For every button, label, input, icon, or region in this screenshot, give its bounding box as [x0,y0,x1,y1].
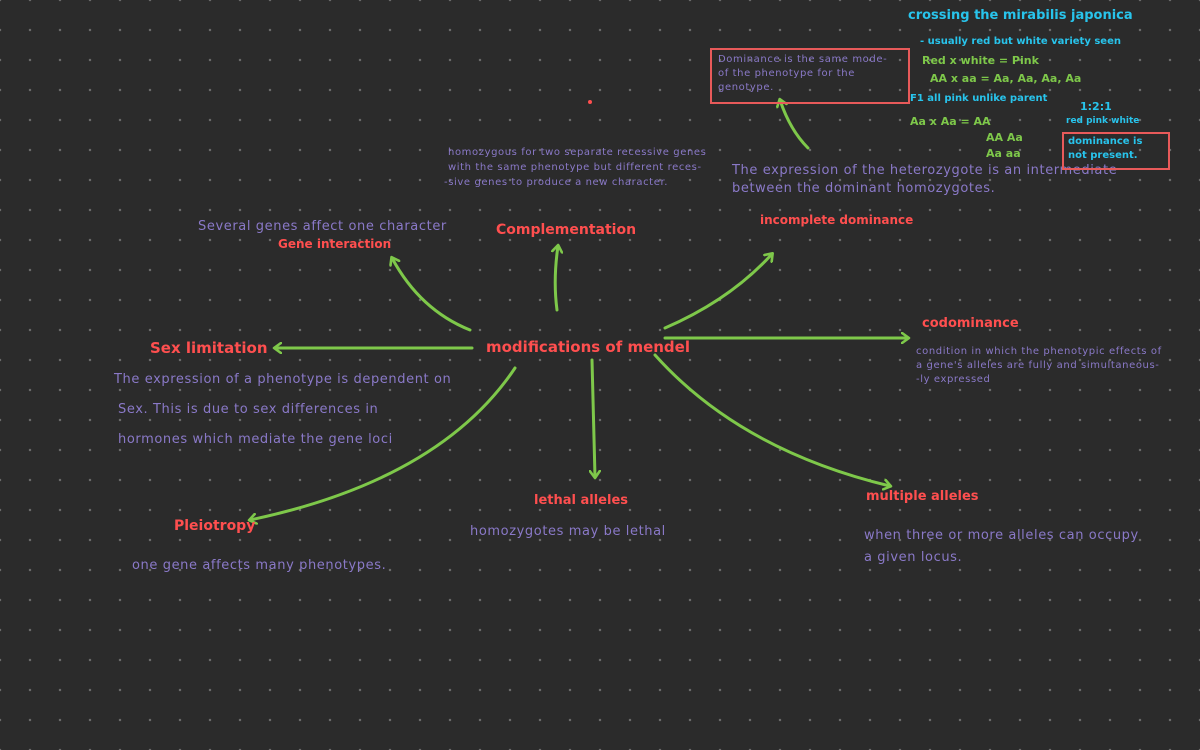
multiple-alleles-desc-line: a given locus. [864,550,963,565]
cross-line: Aa aa [986,147,1021,160]
pleiotropy-desc: one gene affects many phenotypes. [132,558,387,573]
incomplete-note-line: The expression of the heterozygote is an… [732,163,1118,178]
arrow-to-lethal-alleles [592,358,595,477]
codominance-label: codominance [922,316,1019,331]
dominance-note-box: Dominance is the same mode- of the pheno… [710,48,910,104]
sex-limitation-desc-line: hormones which mediate the gene loci [118,432,393,447]
cross-ratio: 1:2:1 [1080,100,1112,113]
boxed-note-line: of the phenotype for the [718,68,855,79]
arrow-to-pleiotropy [250,366,517,520]
center-node: modifications of mendel [486,338,690,356]
arrow-to-complementation [555,246,558,312]
multiple-alleles-label: multiple alleles [866,489,979,504]
codominance-desc-line: condition in which the phenotypic effect… [916,346,1162,357]
arrow-to-gene-interaction [392,258,472,332]
boxed-note-line: genotype. [718,82,774,93]
pleiotropy-label: Pleiotropy [174,518,256,534]
boxed-cross-line: dominance is [1068,136,1143,147]
cross-line: - usually red but white variety seen [920,36,1121,47]
cross-line: F1 all pink unlike parent [910,93,1048,104]
cross-line: Red x white = Pink [922,54,1039,67]
cross-line: Aa x Aa = AA [910,115,991,128]
cross-line: AA x aa = Aa, Aa, Aa, Aa [930,72,1082,85]
incomplete-dominance-label: incomplete dominance [760,213,914,227]
gene-interaction-desc: Several genes affect one character [198,219,447,234]
multiple-alleles-desc-line: when three or more alleles can occupy [864,528,1139,543]
dominance-absent-box: dominance is not present. [1062,132,1170,170]
gene-interaction-label: Gene interaction [278,237,392,251]
codominance-desc-line: -ly expressed [916,374,991,385]
sex-limitation-desc-line: The expression of a phenotype is depende… [114,372,452,387]
codominance-desc-line: a gene's alleles are fully and simultane… [916,360,1160,371]
red-dot-mark [588,100,592,104]
complementation-label: Complementation [496,222,637,238]
incomplete-note-line: between the dominant homozygotes. [732,181,996,196]
complementation-note-line: -sive genes to produce a new character. [444,177,669,188]
cross-ratio-label: red pink white [1066,116,1140,126]
arrow-to-boxed-note [780,100,810,150]
complementation-note-line: homozygous for two separate recessive ge… [448,147,707,158]
boxed-note-line: Dominance is the same mode- [718,54,888,65]
arrow-to-multiple-alleles [653,353,890,486]
cross-line: AA Aa [986,131,1023,144]
boxed-cross-line: not present. [1068,150,1138,161]
lethal-alleles-desc: homozygotes may be lethal [470,524,666,539]
sex-limitation-label: Sex limitation [150,339,268,357]
arrow-to-incomplete-dominance [663,254,772,330]
lethal-alleles-label: lethal alleles [534,493,629,508]
complementation-note-line: with the same phenotype but different re… [448,162,702,173]
sex-limitation-desc-line: Sex. This is due to sex differences in [118,402,379,417]
cross-title: crossing the mirabilis japonica [908,8,1133,23]
